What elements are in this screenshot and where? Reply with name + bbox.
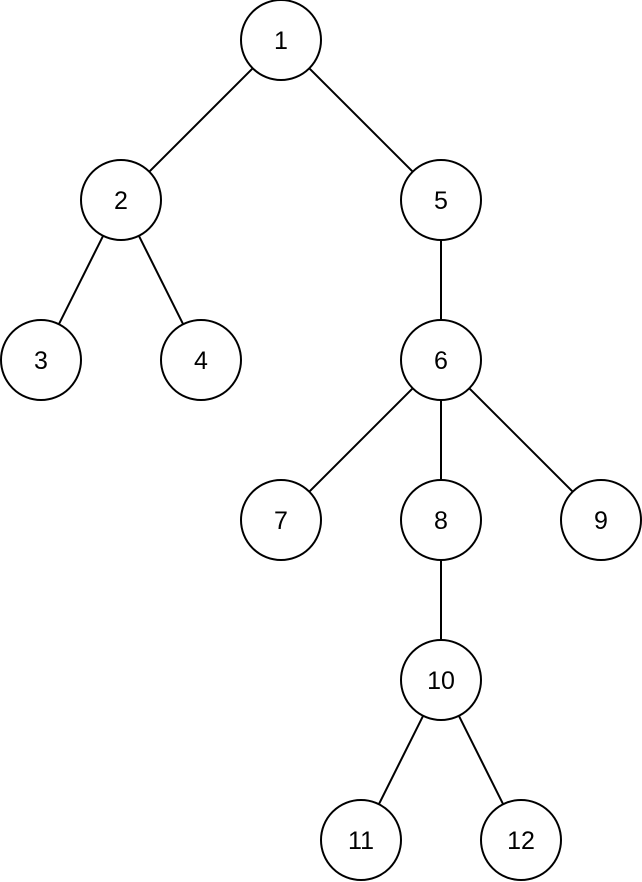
tree-node-10[interactable]: 10	[400, 639, 482, 721]
tree-node-circle-2[interactable]	[80, 159, 162, 241]
tree-node-circle-4[interactable]	[160, 319, 242, 401]
tree-node-1[interactable]: 1	[240, 0, 322, 81]
tree-node-5[interactable]: 5	[400, 159, 482, 241]
tree-edge-1-5	[308, 67, 414, 173]
tree-node-circle-6[interactable]	[400, 319, 482, 401]
tree-edge-1-2	[148, 67, 254, 173]
tree-node-7[interactable]: 7	[240, 479, 322, 561]
tree-node-circle-10[interactable]	[400, 639, 482, 721]
tree-node-8[interactable]: 8	[400, 479, 482, 561]
tree-edge-2-3	[57, 235, 105, 325]
edge-layer	[57, 67, 574, 805]
tree-edge-10-11	[377, 715, 425, 805]
tree-node-12[interactable]: 12	[480, 799, 562, 881]
tree-node-4[interactable]: 4	[160, 319, 242, 401]
tree-edge-6-9	[468, 387, 574, 493]
tree-node-circle-12[interactable]	[480, 799, 562, 881]
tree-node-circle-11[interactable]	[320, 799, 402, 881]
tree-node-11[interactable]: 11	[320, 799, 402, 881]
tree-node-6[interactable]: 6	[400, 319, 482, 401]
tree-node-2[interactable]: 2	[80, 159, 162, 241]
tree-node-9[interactable]: 9	[560, 479, 642, 561]
tree-node-circle-8[interactable]	[400, 479, 482, 561]
tree-edge-2-4	[137, 235, 185, 325]
tree-node-circle-7[interactable]	[240, 479, 322, 561]
tree-edge-6-7	[308, 387, 414, 493]
tree-node-3[interactable]: 3	[0, 319, 82, 401]
tree-node-circle-5[interactable]	[400, 159, 482, 241]
tree-node-circle-1[interactable]	[240, 0, 322, 81]
tree-edge-10-12	[457, 715, 505, 805]
tree-node-circle-3[interactable]	[0, 319, 82, 401]
tree-node-circle-9[interactable]	[560, 479, 642, 561]
